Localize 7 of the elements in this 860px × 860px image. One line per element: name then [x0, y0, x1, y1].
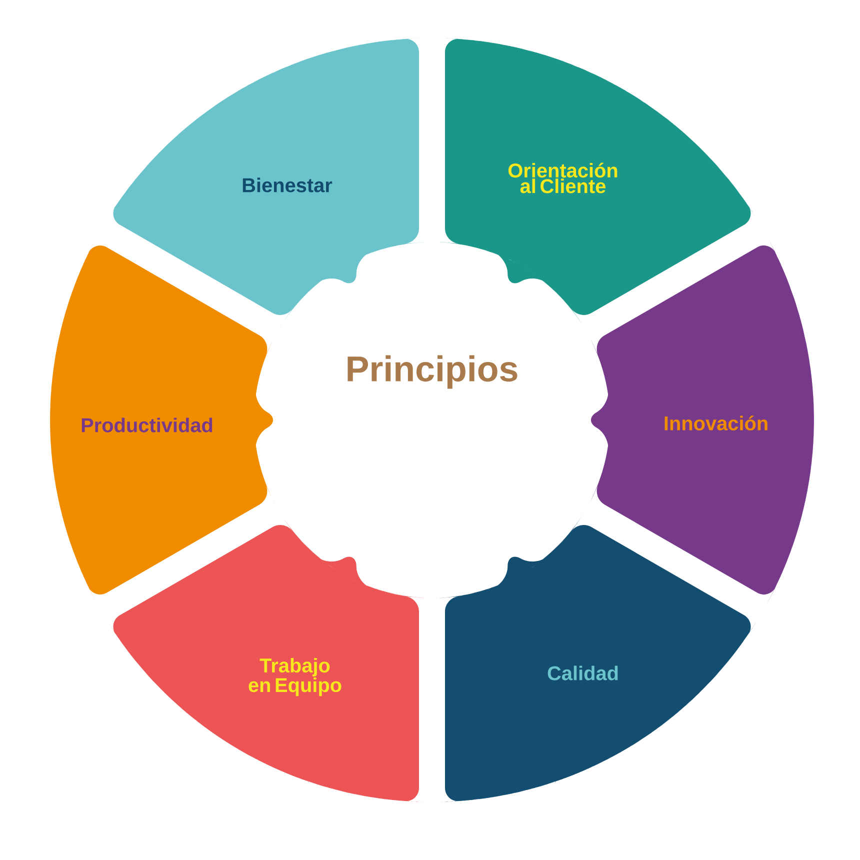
segment: Orientación al Cliente	[435, 38, 759, 328]
segment: Trabajo en Equipo	[105, 512, 429, 802]
segment: Productividad	[50, 236, 276, 604]
segment: Innovación	[588, 236, 814, 604]
center-title: Principios	[348, 355, 518, 389]
segment: Bienestar	[105, 38, 429, 328]
segment: Calidad	[435, 512, 759, 802]
